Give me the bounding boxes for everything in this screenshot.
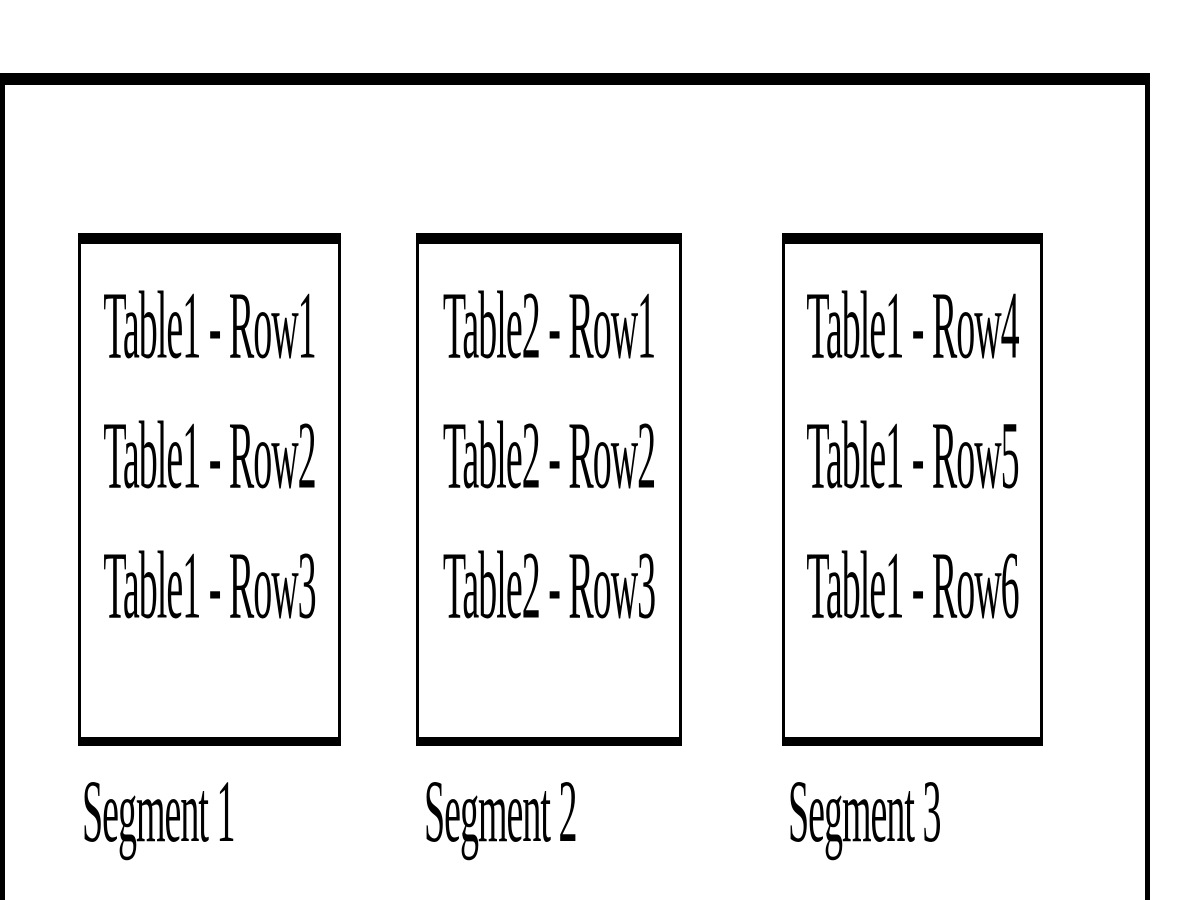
table-row: Table2 - Row3 (419, 522, 679, 652)
segment-3-box: Table1 - Row4 Table1 - Row5 Table1 - Row… (782, 233, 1043, 746)
segment-3-label: Segment 3 (788, 763, 941, 863)
table-row: Table1 - Row6 (785, 522, 1040, 652)
segment-2-box: Table2 - Row1 Table2 - Row2 Table2 - Row… (416, 233, 682, 746)
table-row-label: Table1 - Row3 (103, 533, 316, 641)
segment-1-label: Segment 1 (82, 763, 235, 863)
table-row-label: Table2 - Row2 (442, 403, 656, 511)
table-row-label: Table1 - Row6 (806, 533, 1019, 641)
segment-label-text: Segment 3 (788, 763, 941, 863)
table-row: Table1 - Row1 (81, 262, 338, 392)
segment-1-box: Table1 - Row1 Table1 - Row2 Table1 - Row… (78, 233, 341, 746)
table-row: Table2 - Row1 (419, 262, 679, 392)
table-row: Table1 - Row3 (81, 522, 338, 652)
table-row-label: Table1 - Row1 (103, 273, 316, 381)
table-row: Table1 - Row2 (81, 392, 338, 522)
outer-frame-border (0, 73, 1150, 900)
segment-2-label: Segment 2 (424, 763, 577, 863)
table-row-label: Table1 - Row4 (806, 273, 1019, 381)
table-row: Table2 - Row2 (419, 392, 679, 522)
table-row-label: Table2 - Row3 (442, 533, 656, 641)
table-row: Table1 - Row5 (785, 392, 1040, 522)
segment-label-text: Segment 2 (424, 763, 577, 863)
table-row-label: Table1 - Row2 (103, 403, 316, 511)
segment-label-text: Segment 1 (82, 763, 235, 863)
table-row-label: Table1 - Row5 (806, 403, 1019, 511)
table-row: Table1 - Row4 (785, 262, 1040, 392)
table-row-label: Table2 - Row1 (442, 273, 656, 381)
